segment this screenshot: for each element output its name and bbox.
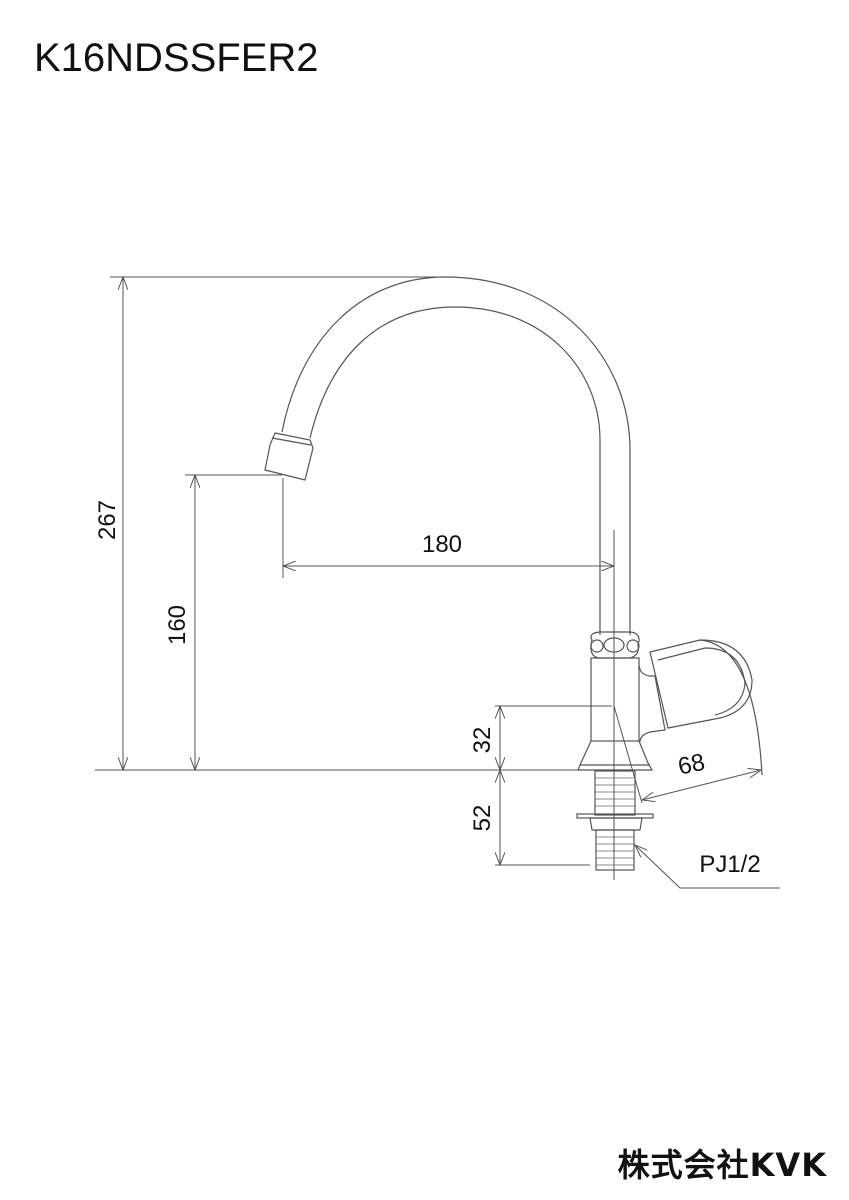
nozzle: [264, 432, 314, 481]
spout: [264, 276, 631, 635]
dimension-180: 180: [283, 478, 614, 578]
dim-label-267: 267: [94, 500, 121, 540]
dim-label-68: 68: [676, 749, 708, 781]
thread-spec-label: PJ1/2: [699, 851, 760, 878]
dim-label-32: 32: [469, 727, 496, 754]
dim-label-160: 160: [164, 605, 191, 645]
dimension-52: 52: [469, 770, 590, 865]
model-number-title: K16NDSSFER2: [34, 36, 319, 80]
dimension-267: 267: [94, 277, 580, 770]
dim-label-180: 180: [422, 531, 462, 558]
dimension-160: 160: [164, 475, 282, 770]
faucet-body: [576, 530, 763, 880]
dimension-32: 32: [469, 706, 612, 770]
thread-callout: PJ1/2: [635, 845, 780, 889]
company-logo: 株式会社KVK: [617, 1146, 827, 1184]
dimension-68: 68: [613, 705, 761, 804]
dim-label-52: 52: [469, 805, 496, 832]
